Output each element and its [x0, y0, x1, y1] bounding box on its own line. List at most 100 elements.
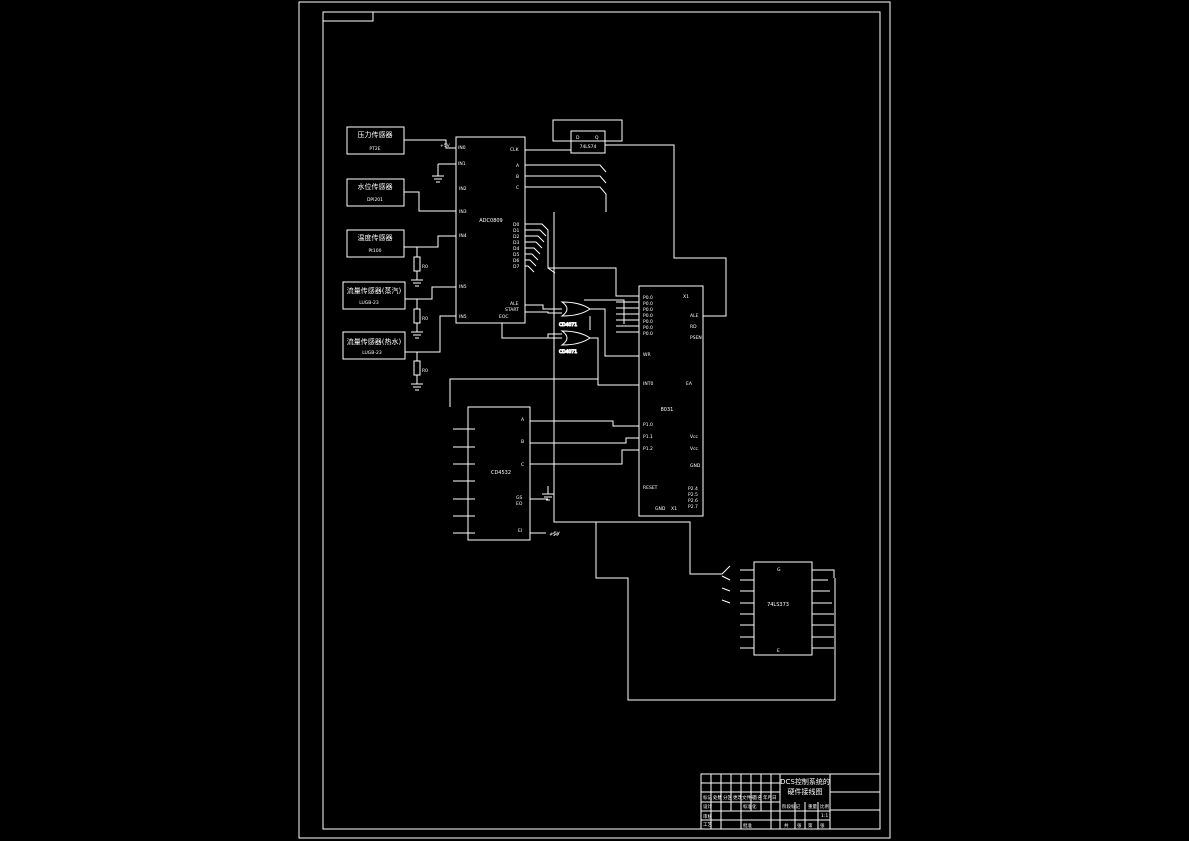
ff-name: 74LS74	[580, 144, 597, 150]
svg-text:张: 张	[797, 822, 802, 829]
svg-text:共: 共	[784, 822, 789, 829]
mcu-pin-vcc1: Vcc	[690, 434, 699, 440]
adc-pin-b: B	[516, 174, 519, 180]
svg-text:P0.0: P0.0	[643, 313, 653, 319]
chip-adc0809: ADC0809 IN0 IN1 IN2 IN3 IN4 IN5 IN5 CLK …	[440, 136, 526, 324]
sensor-level: 水位传感器 DPI201	[346, 178, 405, 207]
mcu-pin-vcc2: Vcc	[690, 446, 699, 452]
svg-text:D7: D7	[513, 264, 519, 270]
mcu-port0-pins: P0.0 P0.0 P0.0 P0.0 P0.0 P0.0 P0.0	[643, 295, 653, 337]
svg-text:年月日: 年月日	[763, 794, 777, 801]
adc-pin-start: START	[505, 307, 519, 313]
corner-tab	[322, 11, 374, 22]
latch-name: 74LS373	[767, 602, 789, 608]
mcu-pin-p25: P2.5	[688, 492, 698, 498]
sensor-temperature-name: 温度传感器	[358, 233, 393, 242]
mcu-pin-p27: P2.7	[688, 504, 698, 510]
latch-side-pins	[740, 569, 834, 649]
svg-text:P0.0: P0.0	[643, 319, 653, 325]
keypad-pin-a: A	[521, 417, 525, 423]
title-line1: DCS控制系统的	[780, 777, 830, 786]
latch-pin-g: G	[777, 567, 781, 573]
mcu-pin-p26: P2.6	[688, 498, 698, 504]
chip-74ls373: 74LS373 G E	[740, 561, 834, 656]
svg-text:P0.0: P0.0	[643, 331, 653, 337]
svg-text:审核: 审核	[703, 813, 712, 820]
keypad-name: CD4532	[491, 470, 511, 476]
svg-text:标记: 标记	[703, 794, 712, 801]
title-block-labels: 标记 处数 分区 更改文件号 签名 年月日 设计 标准化 审核 工艺 批准 阶段…	[703, 794, 829, 829]
mcu-pin-reset: RESET	[643, 485, 658, 491]
svg-text:第: 第	[808, 822, 813, 829]
sensor-flow-water: 流量传感器(热水) LUGB-23	[342, 331, 406, 360]
svg-text:D2: D2	[513, 234, 519, 240]
svg-text:阶段标记: 阶段标记	[782, 803, 800, 810]
svg-text:处数: 处数	[713, 794, 722, 801]
ff-pin-d: D	[576, 135, 580, 141]
sensor-flow1-model: LUGB-23	[359, 300, 379, 306]
svg-text:D6: D6	[513, 258, 519, 264]
adc-pin-in3: IN3	[459, 209, 467, 215]
latch-pin-e: E	[777, 648, 780, 654]
sensor-level-name: 水位传感器	[358, 182, 393, 191]
svg-text:张: 张	[820, 822, 825, 829]
adc-pin-in5: IN5	[459, 284, 467, 290]
chip-74ls74: D Q 74LS74	[552, 119, 623, 154]
mcu-pin-gnd: GND	[690, 463, 701, 469]
mcu-pin-p24: P2.4	[688, 486, 698, 492]
wires	[404, 139, 836, 701]
svg-text:D1: D1	[513, 228, 519, 234]
sensor-flow-steam: 流量传感器(蒸汽) LUGB-23	[342, 281, 406, 310]
resistors	[411, 247, 423, 391]
svg-text:重量: 重量	[808, 803, 817, 810]
resistor-label-3: R0	[422, 368, 428, 374]
keypad-pin-c: C	[521, 462, 524, 468]
svg-text:D0: D0	[513, 222, 519, 228]
adc-pin-eoc: EOC	[499, 314, 509, 320]
adc-pin-in2: IN2	[459, 186, 467, 192]
adc-pin-vref: +5V	[440, 143, 451, 149]
title-block: DCS控制系统的 硬件接线图 标记 处数 分区 更改文件号 签名 年月日 设计 …	[700, 773, 881, 830]
sensor-pressure-name: 压力传感器	[358, 130, 393, 139]
keypad-pin-plus5: +5V	[549, 532, 560, 538]
or-gate-1-label: CD4071	[559, 322, 577, 328]
inner-frame	[322, 11, 881, 830]
svg-text:签名: 签名	[753, 794, 762, 801]
mcu-pin-xtal: X1	[683, 294, 689, 300]
sensor-flow1-name: 流量传感器(蒸汽)	[347, 286, 402, 295]
svg-text:P0.0: P0.0	[643, 295, 653, 301]
outer-frame	[298, 1, 891, 839]
svg-text:D4: D4	[513, 246, 519, 252]
mcu-pin-ea: EA	[686, 381, 693, 387]
svg-text:P0.0: P0.0	[643, 307, 653, 313]
svg-text:P0.0: P0.0	[643, 301, 653, 307]
mcu-pin-xtal2: X1	[671, 506, 677, 512]
resistor-label-2: R0	[422, 316, 428, 322]
ground-symbol-adc	[432, 164, 554, 501]
or-gate-1: CD4071	[559, 301, 591, 329]
or-gate-2: CD4071	[559, 330, 591, 356]
svg-text:设计: 设计	[703, 803, 712, 810]
mcu-pin-p12: P1.2	[643, 446, 653, 452]
sensor-pressure: 压力传感器 PT2E	[346, 126, 405, 155]
adc-pin-clk: CLK	[510, 147, 520, 153]
mcu-pin-psen: PSEN	[690, 335, 702, 341]
sensor-pressure-model: PT2E	[369, 146, 380, 152]
title-line2: 硬件接线图	[788, 787, 823, 796]
adc-pin-a: A	[516, 163, 520, 169]
adc-pin-in6: IN5	[459, 314, 467, 320]
chip-cd4532: CD4532 A B C GS EO EI +5V	[453, 406, 560, 541]
or-gate-2-label: CD4071	[559, 349, 577, 355]
mcu-pin-p10: P1.0	[643, 422, 653, 428]
chip-8031: 8031 P0.0 P0.0 P0.0 P0.0 P0.0 P0.0 P0.0 …	[638, 285, 704, 517]
svg-text:标准化: 标准化	[743, 803, 757, 810]
sensor-level-model: DPI201	[367, 197, 383, 203]
mcu-pin-rd: RD	[690, 324, 697, 330]
keypad-pin-b: B	[521, 439, 524, 445]
keypad-pin-gs: GS	[516, 495, 522, 501]
svg-text:更改文件号: 更改文件号	[733, 794, 756, 801]
adc-pin-in1: IN1	[458, 161, 466, 167]
mcu-pin-p11: P1.1	[643, 434, 653, 440]
svg-text:P0.0: P0.0	[643, 325, 653, 331]
